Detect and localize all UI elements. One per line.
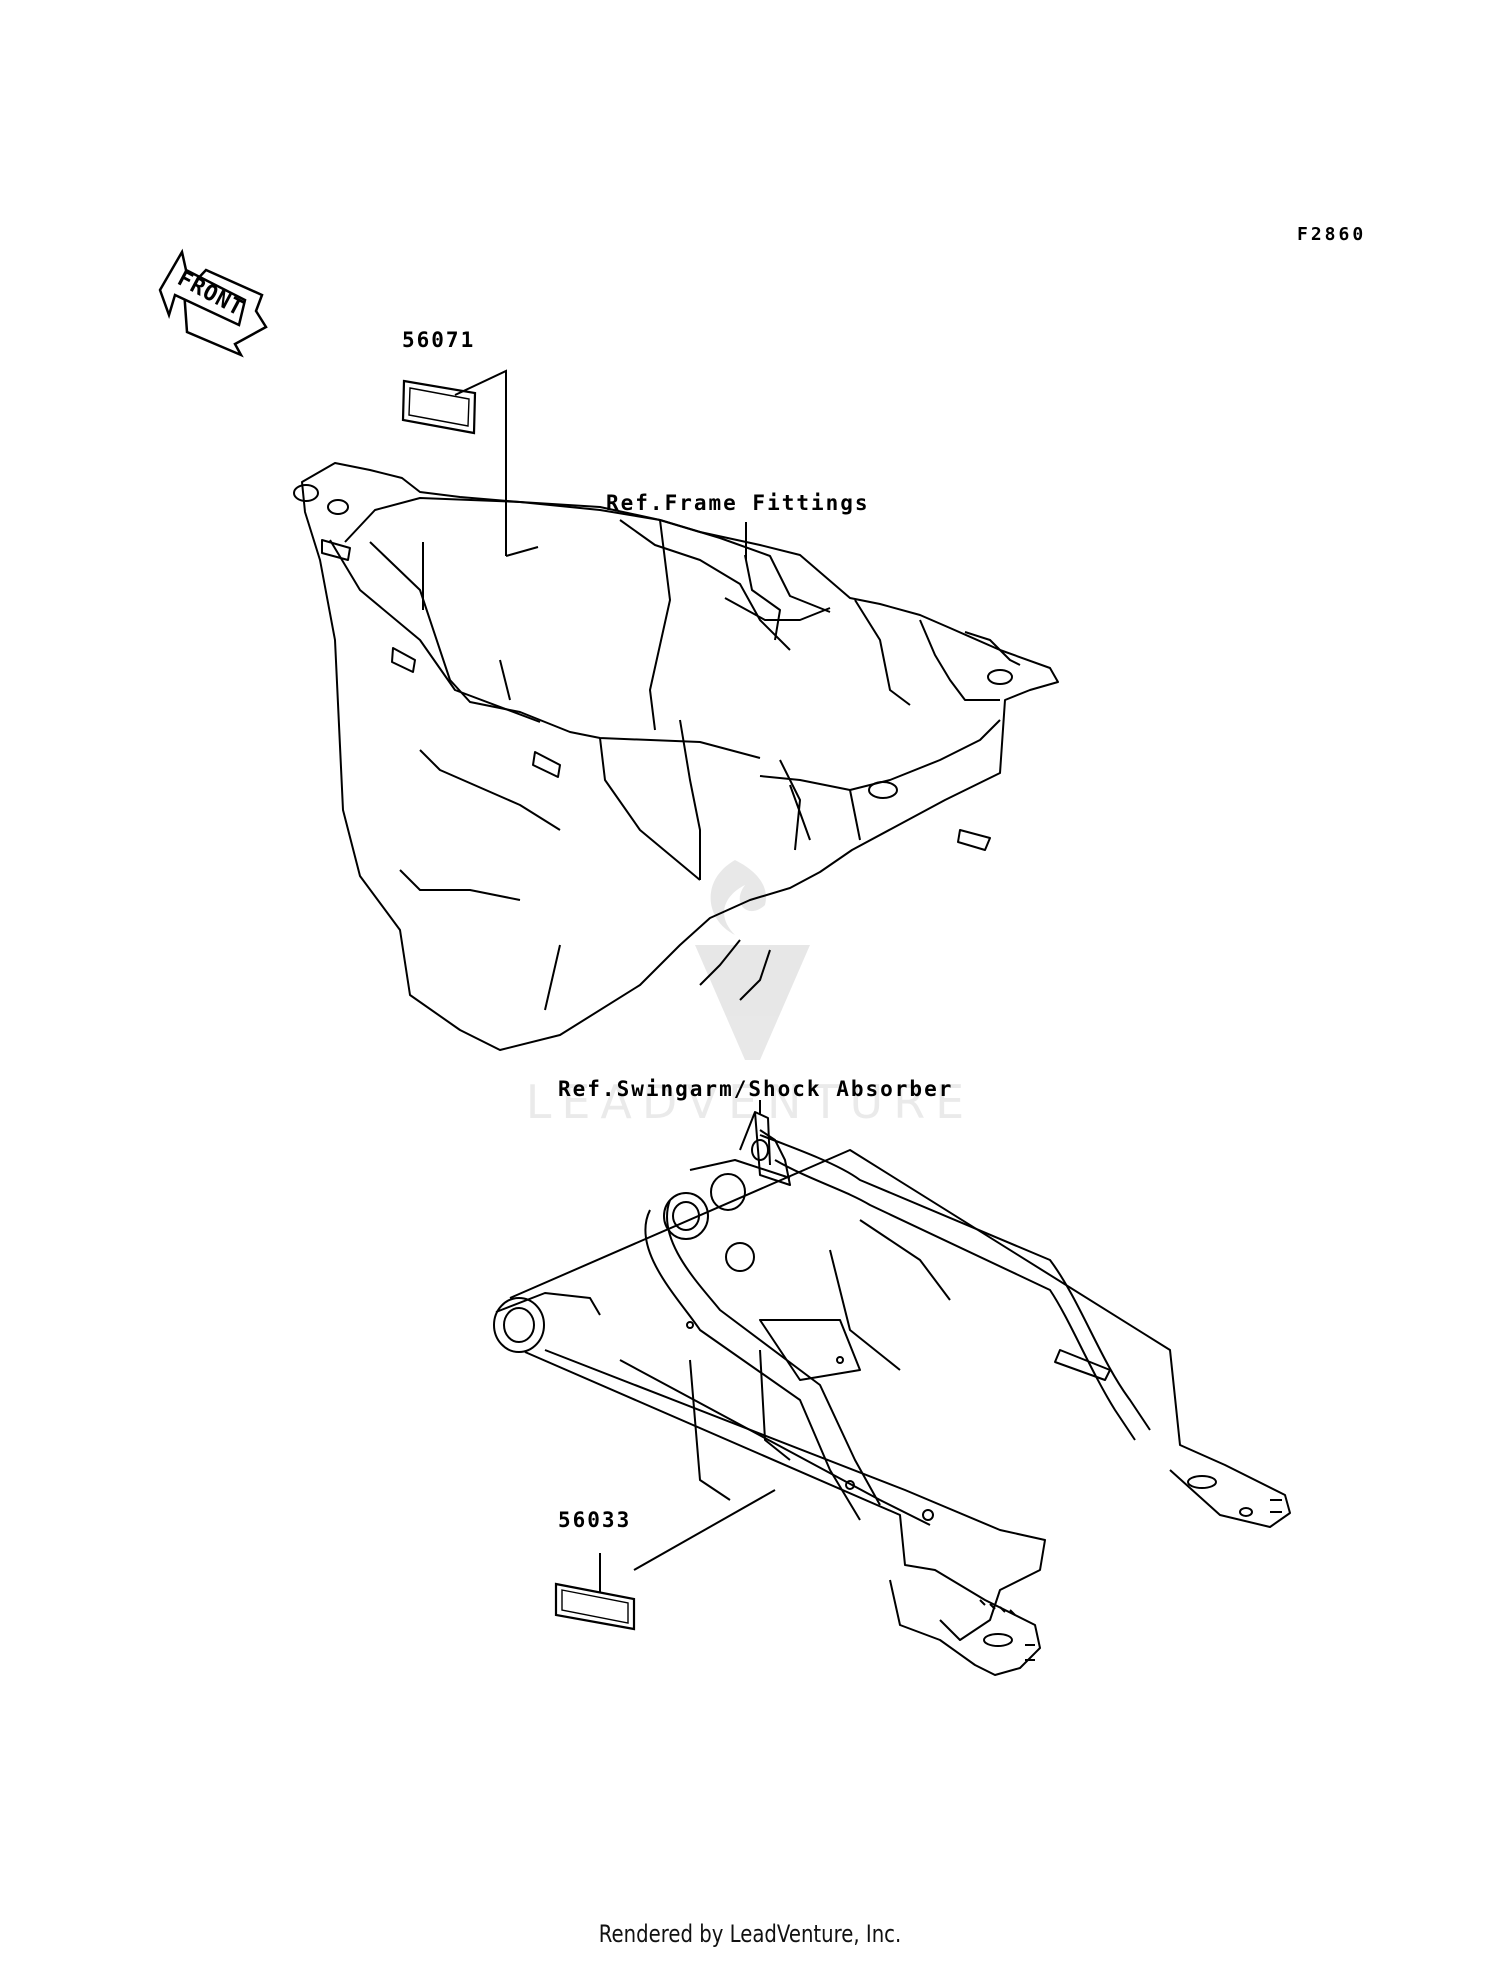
leader-lines-56071 — [422, 369, 539, 610]
watermark-logo — [695, 860, 810, 1060]
swingarm-drawing — [493, 1111, 1291, 1676]
figure-code: F2860 — [1297, 224, 1367, 245]
storage-case-drawing — [293, 462, 1059, 1051]
part-56033-sticker — [554, 1582, 636, 1631]
front-arrow-icon: FRONT — [158, 248, 268, 358]
part-number-56033: 56033 — [558, 1508, 632, 1532]
part-number-56071: 56071 — [402, 328, 476, 352]
leader-lines-56033 — [599, 1489, 776, 1592]
watermark-text: LEADVENTURE — [526, 1075, 975, 1129]
ref-frame-fittings: Ref.Frame Fittings — [606, 491, 870, 515]
footer-rendered-by: Rendered by LeadVenture, Inc. — [598, 1920, 902, 1948]
part-56071-sticker — [401, 379, 477, 435]
ref-swingarm-shock-absorber: Ref.Swingarm/Shock Absorber — [558, 1077, 954, 1101]
